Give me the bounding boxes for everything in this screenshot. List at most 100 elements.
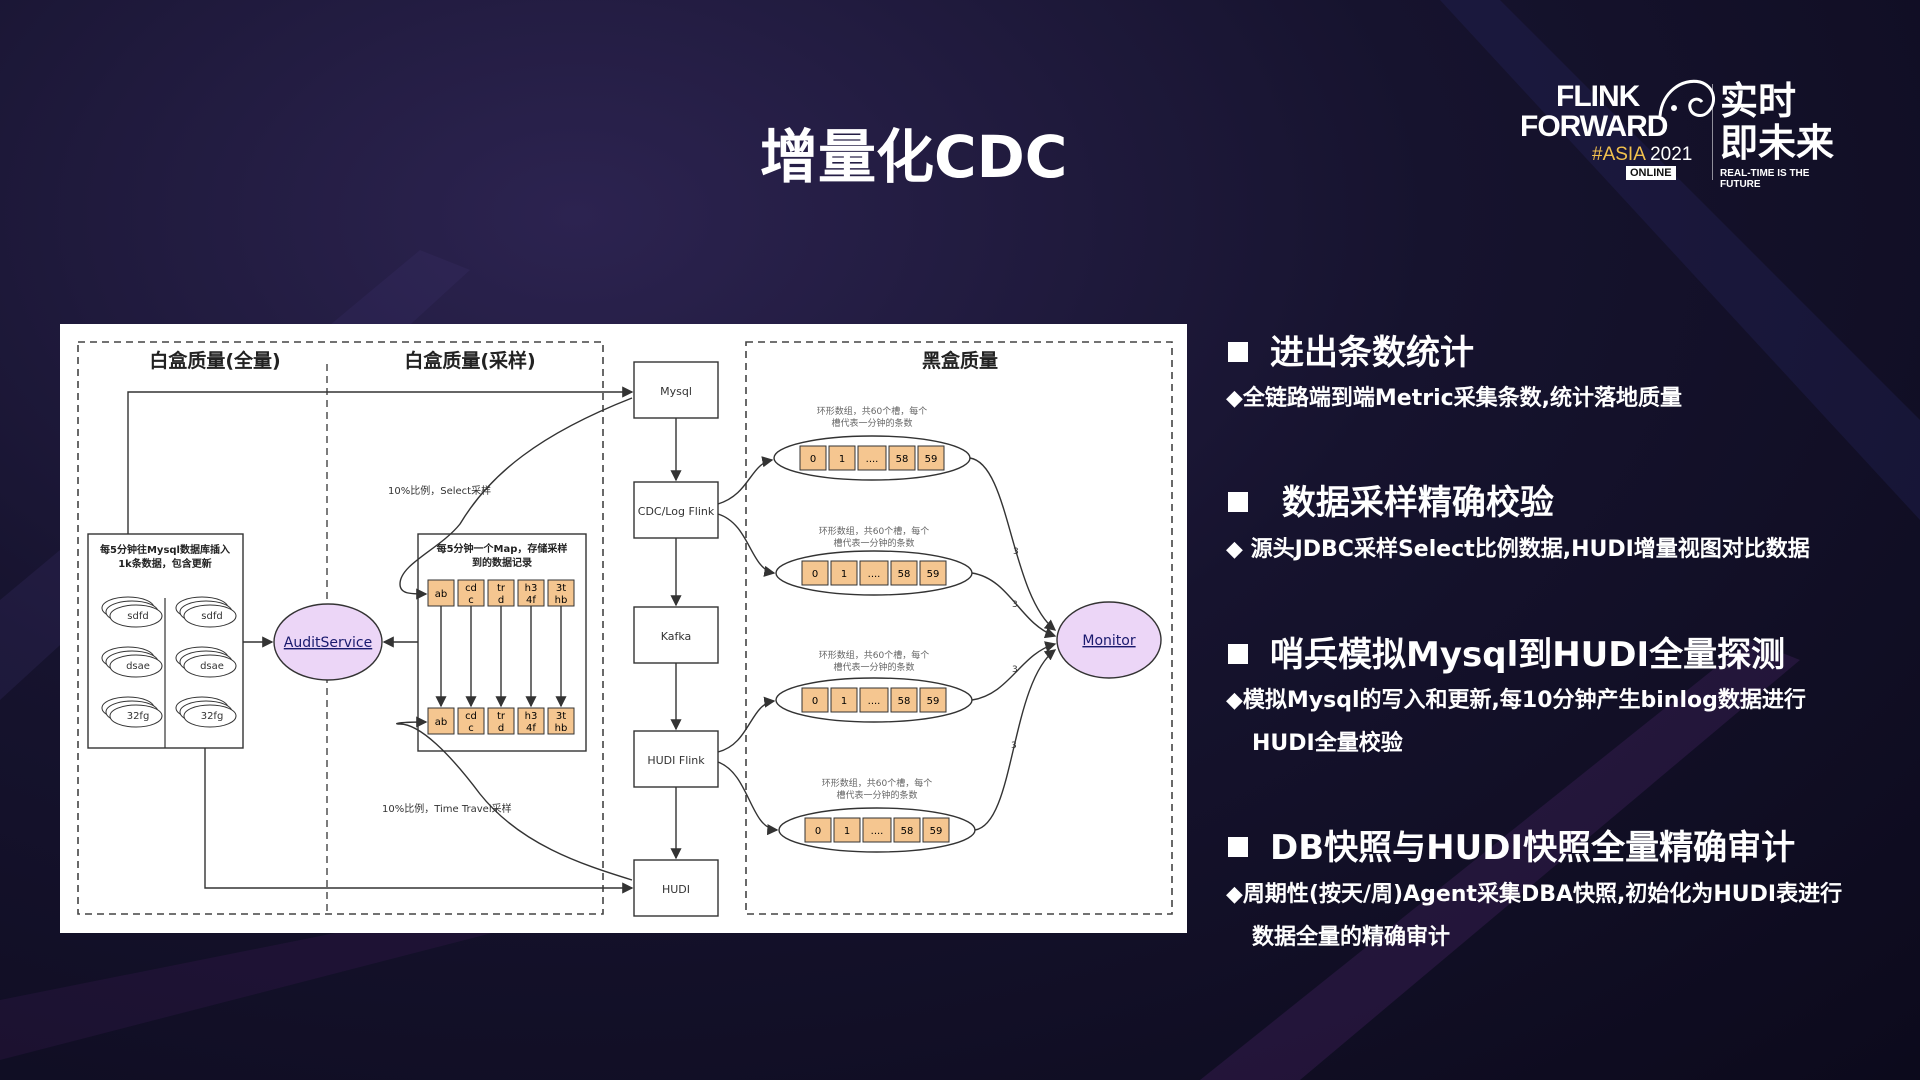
section-desc: ◆ 源头JDBC采样Select比例数据,HUDI增量视图对比数据 — [1226, 528, 1810, 571]
record-label: dsae — [126, 661, 150, 672]
svg-text:0: 0 — [812, 569, 818, 580]
zone-whitebox — [77, 341, 604, 915]
section-title: 哨兵模拟Mysql到HUDI全量探测 — [1228, 627, 1785, 676]
section-desc: ◆全链路端到端Metric采集条数,统计落地质量 — [1226, 377, 1682, 420]
map-box-line2: 到的数据记录 — [472, 556, 532, 569]
node-cdc-label: CDC/Log Flink — [638, 505, 715, 518]
flink-forward-logo: FLINK FORWARD #ASIA 2021 ONLINE 实时 即未来 R… — [1520, 79, 1850, 190]
svg-text:槽代表一分钟的条数: 槽代表一分钟的条数 — [836, 789, 917, 801]
zone-label-blackbox: 黑盒质量 — [922, 349, 998, 372]
audit-service-label: AuditService — [284, 635, 372, 651]
svg-text:59: 59 — [927, 696, 940, 707]
section-title-text: 进出条数统计 — [1270, 333, 1474, 373]
map-cell: tr — [497, 711, 506, 722]
map-cell: d — [498, 595, 504, 606]
svg-text:环形数组，共60个槽，每个: 环形数组，共60个槽，每个 — [819, 649, 929, 661]
logo-line2: FORWARD — [1520, 110, 1668, 143]
section-desc-line: ◆周期性(按天/周)Agent采集DBA快照,初始化为HUDI表进行 — [1226, 882, 1843, 907]
svg-text:0: 0 — [812, 696, 818, 707]
edge-label: 3 — [1012, 665, 1018, 675]
svg-text:环形数组，共60个槽，每个: 环形数组，共60个槽，每个 — [817, 405, 927, 417]
svg-text:....: .... — [871, 826, 884, 837]
map-cell: c — [468, 723, 474, 734]
svg-text:58: 58 — [898, 569, 911, 580]
section-title: 数据采样精确校验 — [1228, 475, 1554, 524]
svg-text:59: 59 — [930, 826, 943, 837]
logo-asia: #ASIA 2021 — [1592, 144, 1692, 166]
monitor-label: Monitor — [1082, 633, 1135, 649]
section-title-text: 数据采样精确校验 — [1270, 483, 1554, 523]
section-title: DB快照与HUDI快照全量精确审计 — [1228, 820, 1795, 869]
sample-time-travel-label: 10%比例，Time Travel采样 — [382, 802, 512, 815]
zone-label-sample: 白盒质量(采样) — [404, 349, 535, 372]
svg-text:59: 59 — [925, 454, 938, 465]
record-label: sdfd — [127, 611, 148, 622]
logo-asia-hash: #ASIA — [1592, 144, 1645, 165]
map-cell: cd — [465, 711, 477, 722]
svg-text:0: 0 — [815, 826, 821, 837]
svg-text:1: 1 — [841, 569, 847, 580]
zone-blackbox — [745, 341, 1173, 915]
ring-array-1: 环形数组，共60个槽，每个 槽代表一分钟的条数 0 1 .... 58 59 — [773, 405, 971, 481]
map-cell: hb — [555, 723, 568, 734]
node-cdc-log-flink — [633, 481, 719, 539]
map-cell: hb — [555, 595, 568, 606]
edge-label: 3 — [1013, 547, 1019, 557]
section-desc: ◆模拟Mysql的写入和更新,每10分钟产生binlog数据进行 HUDI全量校… — [1226, 679, 1806, 765]
map-cell: 3t — [556, 583, 566, 594]
squirrel-icon — [1658, 79, 1716, 117]
section-desc-line: 数据全量的精确审计 — [1252, 925, 1451, 950]
architecture-diagram: 白盒质量(全量) 白盒质量(采样) 黑盒质量 每5分钟往Mysql数据库插入 1… — [60, 324, 1187, 933]
svg-text:槽代表一分钟的条数: 槽代表一分钟的条数 — [833, 661, 914, 673]
svg-text:....: .... — [866, 454, 879, 465]
svg-text:槽代表一分钟的条数: 槽代表一分钟的条数 — [831, 417, 912, 429]
bullet-square-icon — [1228, 837, 1248, 857]
svg-text:槽代表一分钟的条数: 槽代表一分钟的条数 — [833, 537, 914, 549]
node-mysql — [633, 361, 719, 419]
svg-text:1: 1 — [844, 826, 850, 837]
section-title-text: DB快照与HUDI快照全量精确审计 — [1270, 828, 1796, 868]
node-hudi — [633, 859, 719, 917]
section-title: 进出条数统计 — [1228, 325, 1474, 374]
svg-text:....: .... — [868, 569, 881, 580]
map-cells-top — [427, 579, 575, 607]
svg-text:0: 0 — [810, 454, 816, 465]
logo-line1: FLINK — [1556, 80, 1640, 113]
section-desc-line: ◆ 源头JDBC采样Select比例数据,HUDI增量视图对比数据 — [1226, 537, 1810, 562]
map-cell: d — [498, 723, 504, 734]
section-desc-line: ◆模拟Mysql的写入和更新,每10分钟产生binlog数据进行 — [1226, 688, 1806, 713]
map-cell: cd — [465, 583, 477, 594]
slide-title: 增量化CDC — [760, 123, 1068, 191]
record-stack — [101, 596, 237, 728]
sample-select-label: 10%比例，Select采样 — [388, 484, 491, 497]
logo-cn: 实时 即未来 — [1720, 80, 1834, 164]
bullet-square-icon — [1228, 492, 1248, 512]
record-label: dsae — [200, 661, 224, 672]
map-cell: ab — [435, 717, 447, 728]
svg-text:环形数组，共60个槽，每个: 环形数组，共60个槽，每个 — [822, 777, 932, 789]
monitor-node — [1056, 601, 1162, 679]
bullet-square-icon — [1228, 342, 1248, 362]
edge-label: 3 — [1011, 741, 1017, 751]
ring-array-4: 环形数组，共60个槽，每个 槽代表一分钟的条数 0 1 .... 58 59 — [778, 777, 976, 853]
map-cell: 3t — [556, 711, 566, 722]
logo-cn-line1: 实时 — [1720, 79, 1797, 123]
svg-text:58: 58 — [898, 696, 911, 707]
section-desc-line: HUDI全量校验 — [1252, 731, 1403, 756]
node-kafka-label: Kafka — [661, 630, 692, 643]
node-kafka — [633, 606, 719, 664]
node-hudi-flink-label: HUDI Flink — [647, 754, 705, 767]
map-cells-bottom — [427, 707, 575, 735]
map-cell: tr — [497, 583, 506, 594]
section-desc: ◆周期性(按天/周)Agent采集DBA快照,初始化为HUDI表进行 数据全量的… — [1226, 873, 1842, 959]
diagram-svg: 白盒质量(全量) 白盒质量(采样) 黑盒质量 每5分钟往Mysql数据库插入 1… — [77, 341, 1173, 917]
record-label: 32fg — [201, 711, 224, 722]
node-mysql-label: Mysql — [660, 385, 692, 398]
svg-text:....: .... — [868, 696, 881, 707]
svg-text:1: 1 — [839, 454, 845, 465]
logo-tagline: REAL-TIME IS THE FUTURE — [1720, 168, 1810, 190]
record-label: 32fg — [127, 711, 150, 722]
ring-array-2: 环形数组，共60个槽，每个 槽代表一分钟的条数 0 1 .... 58 59 — [775, 525, 973, 596]
map-cell: c — [468, 595, 474, 606]
map-cell: h3 — [525, 711, 538, 722]
